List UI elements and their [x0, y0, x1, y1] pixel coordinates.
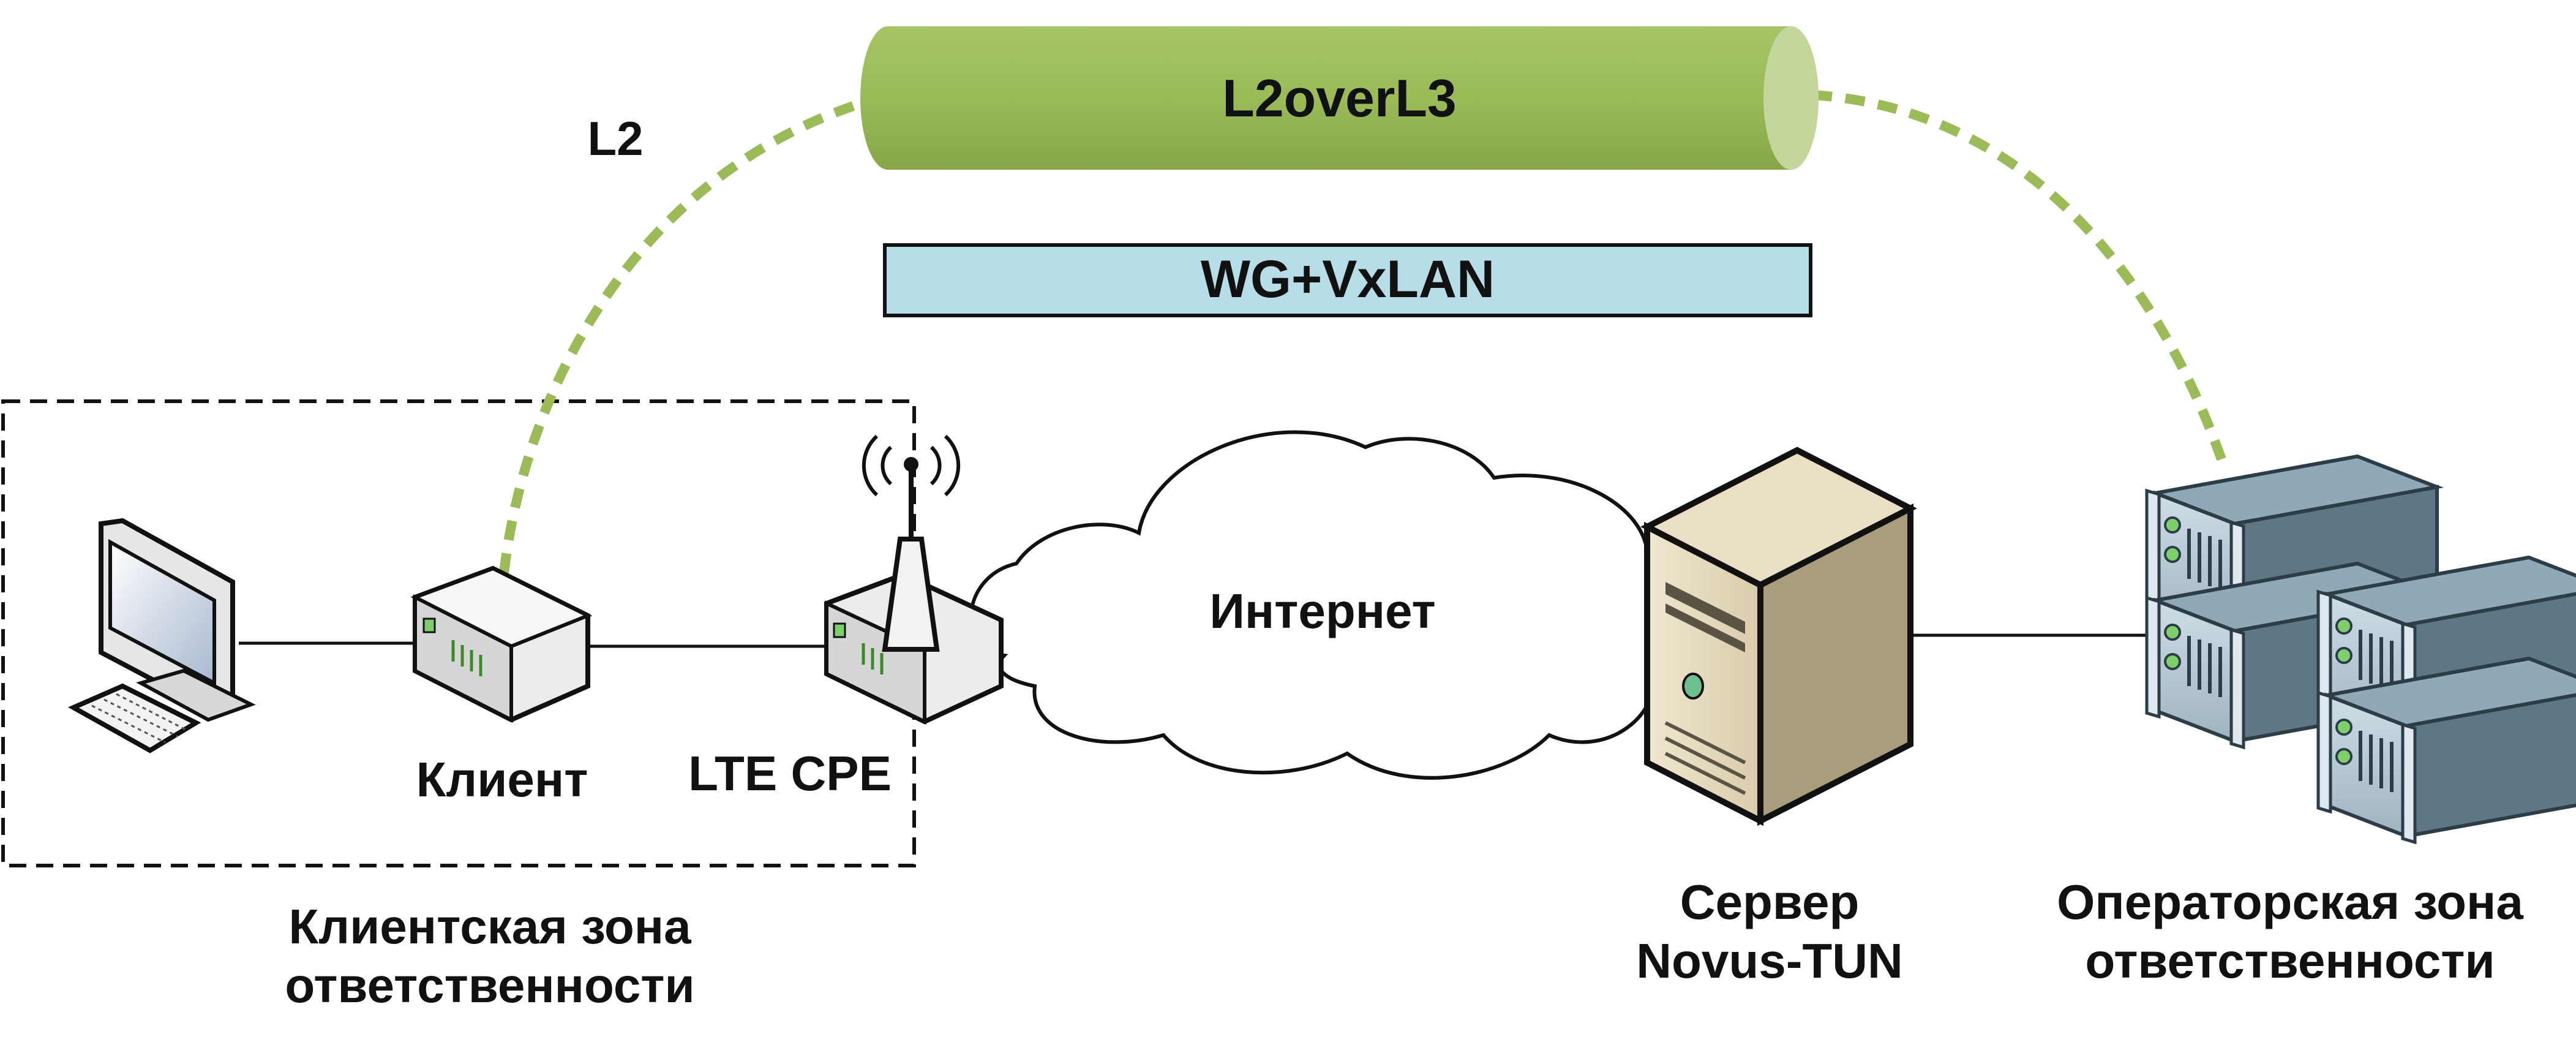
client-zone-caption: Клиентская зона ответственности: [184, 897, 796, 1015]
client-zone-line2: ответственности: [285, 958, 695, 1013]
client-router-label: Клиент: [416, 752, 588, 807]
transport-bar: [883, 243, 1812, 317]
server-caption: Сервер Novus-TUN: [1592, 873, 1947, 991]
tower-server-icon: [1640, 447, 1917, 826]
operator-zone-line1: Операторская зона: [2057, 875, 2523, 929]
l2-label: L2: [587, 111, 644, 165]
l2-arc-left: [499, 97, 868, 573]
desktop-computer-icon: [68, 518, 256, 753]
server-line1: Сервер: [1680, 875, 1860, 929]
l2-arc-right: [1812, 90, 2231, 474]
client-zone-line1: Клиентская зона: [288, 899, 691, 954]
tunnel-cylinder: [860, 26, 1819, 170]
operator-zone-caption: Операторская зона ответственности: [2021, 873, 2559, 991]
operator-zone-line2: ответственности: [2085, 934, 2495, 988]
server-line2: Novus-TUN: [1636, 934, 1903, 988]
transport-bar-label: WG+VxLAN: [1200, 250, 1495, 309]
tunnel-label: L2overL3: [1222, 69, 1457, 128]
lte-cpe-icon: [824, 434, 1004, 725]
internet-label: Интернет: [1209, 584, 1436, 638]
lte-cpe-label: LTE CPE: [688, 746, 892, 801]
server-rack-icon: [2147, 456, 2576, 842]
router-icon: [410, 565, 593, 723]
